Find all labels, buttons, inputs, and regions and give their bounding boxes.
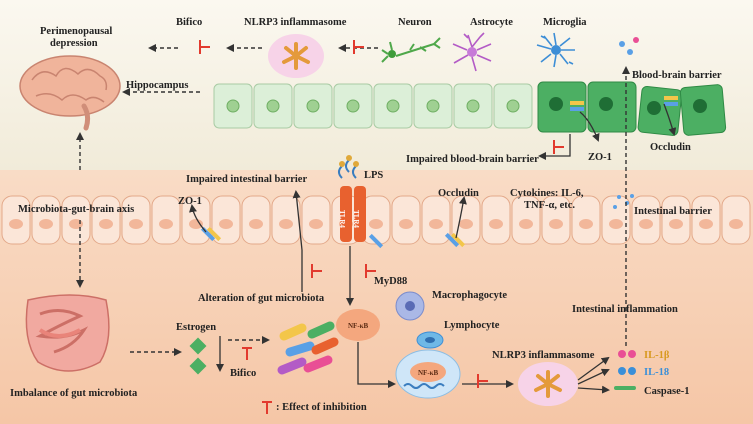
villus-nucleus bbox=[9, 219, 23, 229]
villus-nucleus bbox=[489, 219, 503, 229]
villus-nucleus bbox=[639, 219, 653, 229]
villus-nucleus bbox=[219, 219, 233, 229]
villus-nucleus bbox=[369, 219, 383, 229]
villus-nucleus bbox=[459, 219, 473, 229]
intestine-icon bbox=[25, 294, 110, 372]
cell-nucleus bbox=[426, 99, 440, 113]
bbb-cells bbox=[537, 81, 727, 136]
label-nfkb-b: NF-κB bbox=[418, 369, 439, 377]
label-nlrp3-bottom: NLRP3 inflammasome bbox=[492, 350, 595, 361]
villus-nucleus bbox=[609, 219, 623, 229]
label-tlr4-b: TLR4 bbox=[352, 210, 360, 228]
cell-nucleus bbox=[306, 99, 320, 113]
villus-nucleus bbox=[429, 219, 443, 229]
inflammasome-icon bbox=[268, 34, 324, 78]
label-blood-brain-barrier: Blood-brain barrier bbox=[632, 70, 722, 81]
label-microbiota-gut-brain-axis: Microbiota-gut-brain axis bbox=[18, 204, 134, 215]
astrocyte-icon bbox=[452, 32, 492, 72]
villus-nucleus bbox=[99, 219, 113, 229]
label-cytokines-line2: TNF-α, etc. bbox=[524, 200, 575, 211]
cell-nucleus bbox=[506, 99, 520, 113]
villus-nucleus bbox=[189, 219, 203, 229]
villus-nucleus bbox=[669, 219, 683, 229]
villus-nucleus bbox=[579, 219, 593, 229]
villus-nucleus bbox=[249, 219, 263, 229]
villus-nucleus bbox=[129, 219, 143, 229]
nfkb-protein bbox=[336, 309, 380, 341]
villus-nucleus bbox=[309, 219, 323, 229]
label-effect-of-inhibition: : Effect of inhibition bbox=[276, 402, 367, 413]
label-zo1-gut: ZO-1 bbox=[178, 196, 202, 207]
label-nlrp3-top: NLRP3 inflammasome bbox=[244, 17, 347, 28]
cell-nucleus bbox=[386, 99, 400, 113]
label-perimenopausal-depression-line2: depression bbox=[50, 38, 98, 49]
label-lymphocyte: Lymphocyte bbox=[444, 320, 500, 331]
label-imbalance-gut-microbiota: Imbalance of gut microbiota bbox=[10, 388, 138, 399]
label-hippocampus: Hippocampus bbox=[126, 80, 188, 91]
label-bifico-top: Bifico bbox=[176, 17, 202, 28]
villus-nucleus bbox=[729, 219, 743, 229]
cell-nucleus bbox=[466, 99, 480, 113]
microglia-icon bbox=[536, 32, 575, 68]
label-neuron: Neuron bbox=[398, 17, 432, 28]
villus-nucleus bbox=[69, 219, 83, 229]
cytokine-dots bbox=[613, 37, 639, 390]
villus-nucleus bbox=[549, 219, 563, 229]
villus-nucleus bbox=[519, 219, 533, 229]
label-impaired-intestinal-barrier: Impaired intestinal barrier bbox=[186, 174, 307, 185]
label-microglia: Microglia bbox=[543, 17, 587, 28]
label-myd88: MyD88 bbox=[374, 276, 407, 287]
label-occludin-bbb: Occludin bbox=[650, 142, 691, 153]
label-lps: LPS bbox=[364, 170, 383, 181]
gut-junctions bbox=[200, 226, 466, 249]
label-nfkb-a: NF-κB bbox=[348, 322, 369, 330]
label-caspase1: Caspase-1 bbox=[644, 386, 690, 397]
label-intestinal-barrier: Intestinal barrier bbox=[634, 206, 712, 217]
bacteria-icon bbox=[277, 321, 339, 375]
inhibition-markers bbox=[199, 40, 564, 414]
inflammasome-icon-bottom bbox=[518, 362, 578, 406]
lymphocyte-icon bbox=[416, 331, 444, 349]
label-bifico-bottom: Bifico bbox=[230, 368, 256, 379]
label-astrocyte: Astrocyte bbox=[470, 17, 513, 28]
tlr4-receptor bbox=[338, 155, 366, 242]
label-perimenopausal-depression-line1: Perimenopausal bbox=[40, 26, 112, 37]
label-alteration-gut-microbiota: Alteration of gut microbiota bbox=[198, 293, 325, 304]
macrophage-icon bbox=[395, 291, 425, 321]
cell-nucleus bbox=[226, 99, 240, 113]
label-il18: IL-18 bbox=[644, 367, 669, 378]
villus-nucleus bbox=[399, 219, 413, 229]
brain-icon bbox=[19, 55, 121, 131]
label-intestinal-inflammation: Intestinal inflammation bbox=[572, 304, 678, 315]
villus-nucleus bbox=[39, 219, 53, 229]
label-zo1-bbb: ZO-1 bbox=[588, 152, 612, 163]
label-occludin-gut: Occludin bbox=[438, 188, 479, 199]
label-estrogen: Estrogen bbox=[176, 322, 216, 333]
hippocampus-cells bbox=[213, 83, 533, 129]
solid-arrows bbox=[189, 103, 677, 394]
cell-nucleus bbox=[346, 99, 360, 113]
label-cytokines-line1: Cytokines: IL-6, bbox=[510, 188, 584, 199]
label-il1b: IL-1β bbox=[644, 350, 670, 361]
pathway-arrows bbox=[76, 44, 630, 356]
villus-nucleus bbox=[279, 219, 293, 229]
villus-nucleus bbox=[159, 219, 173, 229]
cell-nucleus bbox=[266, 99, 280, 113]
label-macrophagocyte: Macrophagocyte bbox=[432, 290, 507, 301]
label-tlr4-a: TLR4 bbox=[338, 210, 346, 228]
estrogen-molecules bbox=[189, 337, 207, 375]
intestinal-epithelium bbox=[1, 195, 751, 245]
neuron-icon bbox=[381, 37, 441, 63]
villus-nucleus bbox=[699, 219, 713, 229]
label-impaired-bbb: Impaired blood-brain barrier bbox=[406, 154, 539, 165]
